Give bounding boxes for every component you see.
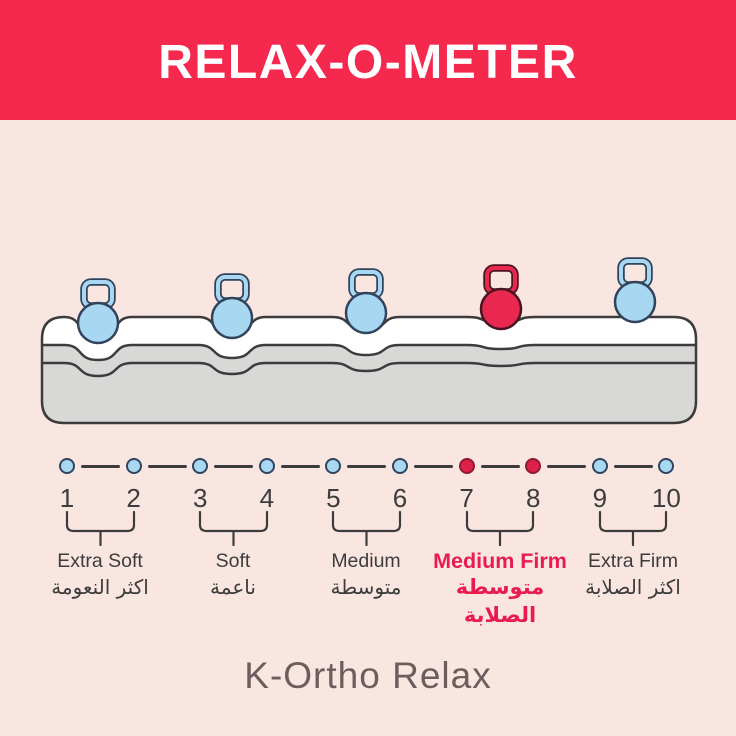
- scale-connector: [414, 465, 453, 468]
- mattress-contour-line-2: [42, 361, 696, 378]
- banner: RELAX-O-METER: [0, 0, 736, 120]
- kettlebell-icon-4-highlighted: [479, 264, 523, 331]
- page-title: RELAX-O-METER: [158, 35, 578, 89]
- firmness-scale-brackets: [65, 510, 668, 547]
- mattress-base-layer: [42, 345, 696, 423]
- firmness-label-highlighted: Medium Firm: [433, 549, 567, 573]
- scale-connector: [347, 465, 387, 468]
- firmness-label: Extra Soft: [57, 550, 143, 572]
- kettlebell-icon-1: [76, 278, 120, 345]
- product-name: K-Ortho Relax: [244, 655, 492, 696]
- scale-dot-1: [59, 458, 75, 474]
- scale-connector: [214, 465, 254, 468]
- scale-dot-3: [192, 458, 209, 474]
- scale-dot-2: [125, 458, 142, 474]
- firmness-label: Soft: [215, 550, 251, 572]
- kettlebell-icon-2: [210, 273, 254, 340]
- firmness-group-medium: Medium متوسطة: [291, 549, 441, 601]
- firmness-group-medium-firm: Medium Firm متوسطة الصلابة: [425, 549, 575, 629]
- firmness-label-arabic-highlighted: متوسطة الصلابة: [455, 575, 545, 627]
- firmness-label: Extra Firm: [588, 550, 678, 572]
- mattress-outline: [40, 315, 698, 425]
- firmness-label-arabic: اكثر الصلابة: [585, 575, 681, 599]
- firmness-group-extra-firm: Extra Firm اكثر الصلابة: [558, 549, 708, 601]
- bracket-extra-soft: [65, 510, 136, 547]
- scale-dot-8: [525, 458, 542, 474]
- scale-connector: [81, 465, 120, 468]
- scale-dot-9: [591, 458, 608, 474]
- mattress-illustration: [40, 257, 698, 425]
- scale-connector: [147, 465, 187, 468]
- firmness-group-extra-soft: Extra Soft اكثر النعومة: [25, 549, 175, 601]
- scale-connector: [547, 465, 587, 468]
- scale-dot-7: [458, 458, 475, 474]
- scale-dot-6: [392, 458, 408, 474]
- bracket-medium-firm: [465, 510, 535, 547]
- scale-connector: [280, 465, 320, 468]
- firmness-label-arabic: متوسطة: [330, 575, 402, 599]
- kettlebell-icon-5: [613, 257, 657, 324]
- scale-connector: [480, 465, 520, 468]
- bracket-extra-firm: [598, 510, 668, 547]
- bracket-medium: [331, 510, 402, 547]
- bracket-soft: [198, 510, 269, 547]
- scale-connector: [613, 465, 653, 468]
- kettlebell-icon-3: [344, 268, 388, 335]
- firmness-label-arabic: اكثر النعومة: [51, 575, 149, 599]
- firmness-group-soft: Soft ناعمة: [158, 549, 308, 601]
- firmness-label: Medium: [331, 550, 401, 572]
- firmness-label-arabic: ناعمة: [210, 575, 256, 599]
- scale-dot-10: [658, 458, 675, 474]
- mattress-contour-line-1: [42, 343, 696, 362]
- scale-dot-4: [258, 458, 275, 474]
- scale-dot-5: [325, 458, 342, 474]
